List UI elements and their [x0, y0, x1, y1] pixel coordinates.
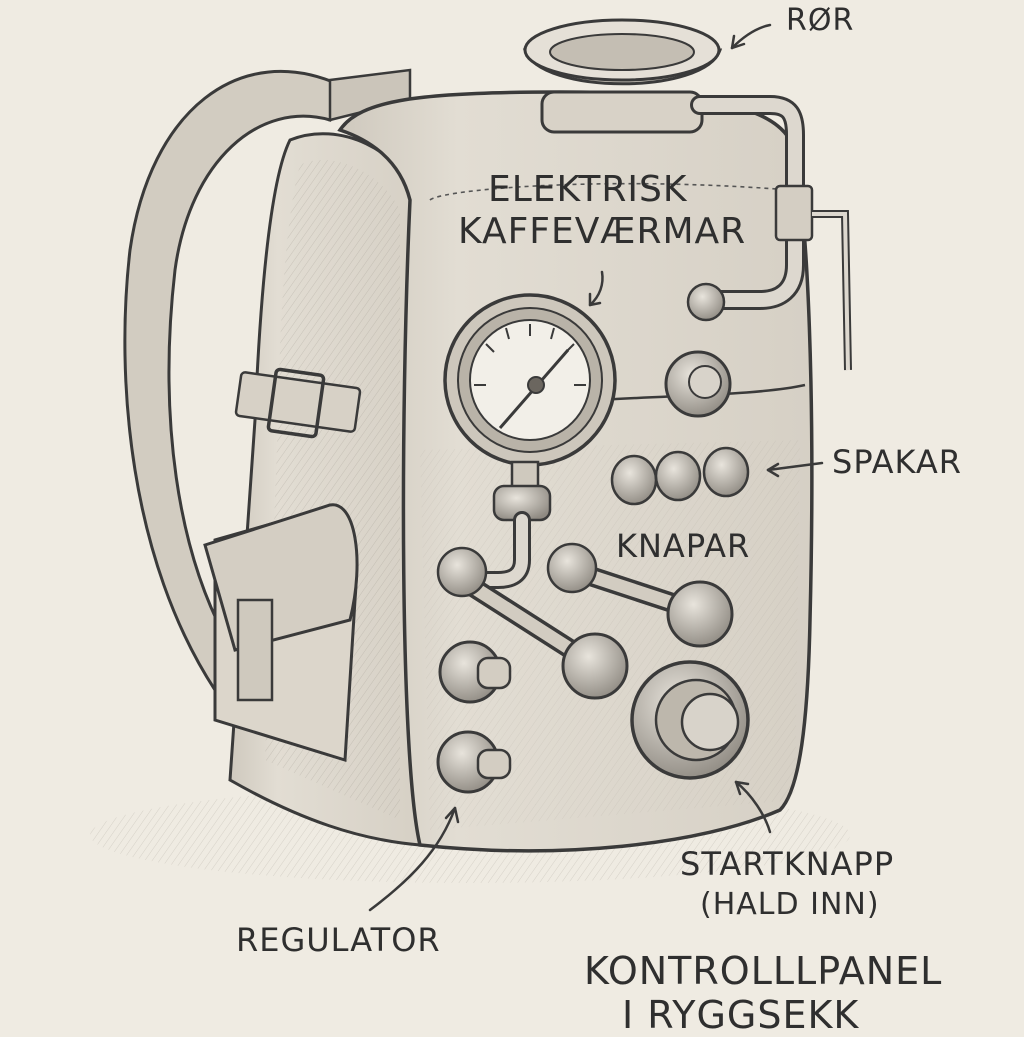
gauge-pivot [527, 376, 545, 394]
knapar-label: KNAPAR [616, 527, 751, 565]
upper-knob-cap [688, 365, 722, 399]
pipe-branch-inner [812, 212, 850, 371]
right-lever-pivot [546, 542, 598, 594]
side-strap [234, 371, 362, 433]
device-label-line2: KAFFEVÆRMAR [458, 211, 747, 252]
pipe-coupling [774, 184, 814, 242]
right-lever[interactable] [546, 542, 734, 648]
start-button-cap [680, 692, 740, 752]
lower-left-knob-grip [476, 656, 512, 690]
spakar-label: SPAKAR [832, 443, 962, 481]
pipe-branch [812, 210, 852, 371]
left-lever-pivot [436, 546, 488, 598]
ror-label: RØR [786, 3, 855, 38]
spak-1[interactable] [610, 454, 658, 506]
left-lever-ball[interactable] [561, 632, 629, 700]
front-seam [429, 182, 791, 201]
side-buckle [266, 367, 326, 439]
funnel-opening [549, 33, 695, 71]
caption-line2: I RYGGSEKK [622, 993, 860, 1037]
spak-2[interactable] [654, 450, 702, 502]
annotation-arrows [368, 23, 824, 912]
startknapp-note: (HALD INN) [700, 887, 880, 922]
startknapp-label: STARTKNAPP [680, 845, 895, 883]
pocket-strap [236, 598, 274, 702]
regulator-label: REGULATOR [236, 921, 441, 959]
spakar-group[interactable] [610, 446, 750, 506]
caption-line1: KONTROLLLPANEL [584, 949, 943, 993]
device-label-line1: ELEKTRISK [488, 169, 688, 210]
spak-3[interactable] [702, 446, 750, 498]
funnel-base [540, 90, 704, 134]
pipe-elbow [686, 282, 726, 322]
valve-pipe-inner [462, 514, 528, 586]
regulator-knob-grip [476, 748, 512, 780]
right-lever-ball[interactable] [666, 580, 734, 648]
left-lever[interactable] [436, 546, 629, 700]
